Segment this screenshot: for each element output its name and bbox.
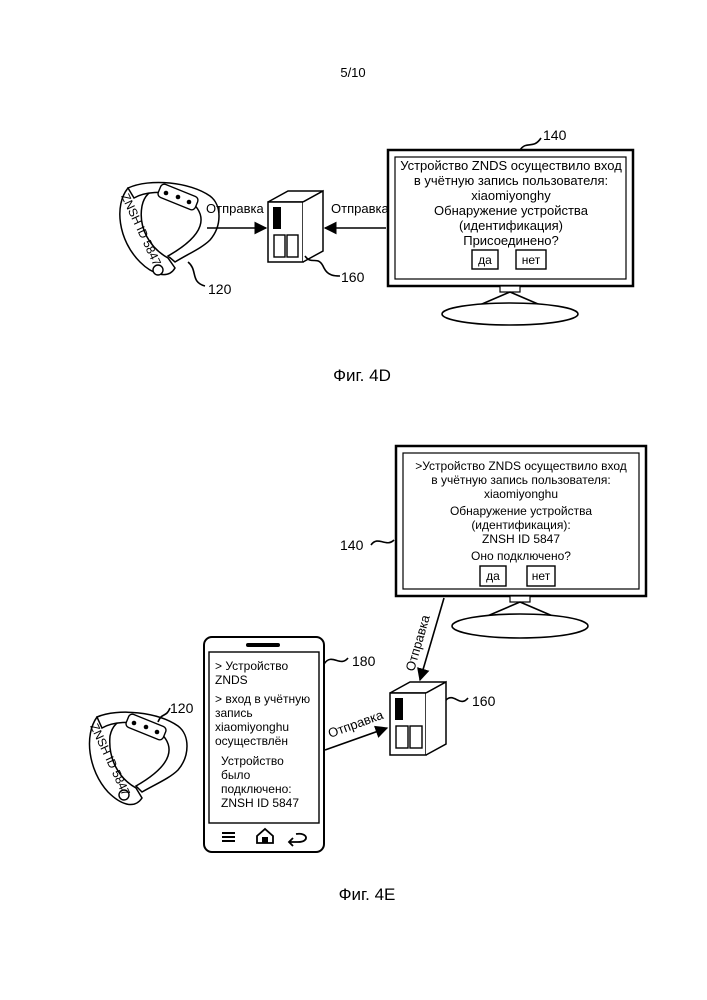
tv-line: Оно подключено? (471, 549, 571, 563)
no-button[interactable]: нет (516, 250, 546, 269)
no-button-label: нет (522, 253, 541, 267)
tv-line: в учётную запись пользователя: (431, 473, 610, 487)
arrow-tv-label: Отправка (402, 613, 433, 673)
tv-line: в учётную запись пользователя: (414, 173, 608, 188)
phone-line: подключено: (221, 782, 292, 796)
phone-line: ZNSH ID 5847 (221, 796, 299, 810)
phone-line: запись (215, 706, 253, 720)
box-ref: 160 (341, 269, 365, 285)
phone-line: > вход в учётную (215, 692, 310, 706)
tv-ref: 140 (340, 537, 364, 553)
figure-caption: Фиг. 4E (339, 885, 396, 904)
band-ref: 120 (208, 281, 232, 297)
no-button-label: нет (532, 569, 551, 583)
television: >Устройство ZNDS осуществило вход в учёт… (340, 446, 646, 638)
no-button[interactable]: нет (527, 566, 555, 586)
figure-caption: Фиг. 4D (333, 366, 391, 385)
arrow-tv-label: Отправка (331, 201, 389, 216)
phone-line: было (221, 768, 251, 782)
yes-button[interactable]: да (480, 566, 506, 586)
arrow-band-label: Отправка (206, 201, 264, 216)
wristband: ZNSH ID 5847 120 (118, 182, 231, 297)
yes-button-label: да (486, 569, 500, 583)
tv-line: Обнаружение устройства (434, 203, 589, 218)
phone-line: ZNDS (215, 673, 248, 687)
tv-line: >Устройство ZNDS осуществило вход (415, 459, 627, 473)
tv-line: (идентификация): (471, 518, 570, 532)
box-ref: 160 (472, 693, 496, 709)
phone-line: осуществлён (215, 734, 288, 748)
tv-line: Обнаружение устройства (450, 504, 592, 518)
phone-line: > Устройство (215, 659, 288, 673)
television: Устройство ZNDS осуществило вход в учётн… (388, 127, 633, 325)
figure-4d: Устройство ZNDS осуществило вход в учётн… (118, 127, 633, 385)
yes-button-label: да (478, 253, 492, 267)
arrow-phone-label: Отправка (326, 707, 386, 741)
page-number: 5/10 (340, 65, 365, 80)
phone-ref: 180 (352, 653, 376, 669)
phone-line: xiaomiyonghu (215, 720, 289, 734)
tv-line: ZNSH ID 5847 (482, 532, 560, 546)
tv-line: (идентификация) (459, 218, 563, 233)
tv-line: xiaomiyonghy (471, 188, 551, 203)
tv-ref: 140 (543, 127, 567, 143)
smartphone: > Устройство ZNDS > вход в учётную запис… (204, 637, 376, 852)
band-ref: 120 (170, 700, 194, 716)
tv-line: Присоединено? (463, 233, 559, 248)
yes-button[interactable]: да (472, 250, 498, 269)
tv-line: Устройство ZNDS осуществило вход (400, 158, 622, 173)
set-top-box: 160 (390, 682, 496, 755)
wristband: ZNSH ID 5847 120 (87, 700, 193, 805)
phone-line: Устройство (221, 754, 284, 768)
tv-line: xiaomiyonghu (484, 487, 558, 501)
figure-4e: >Устройство ZNDS осуществило вход в учёт… (87, 446, 646, 904)
